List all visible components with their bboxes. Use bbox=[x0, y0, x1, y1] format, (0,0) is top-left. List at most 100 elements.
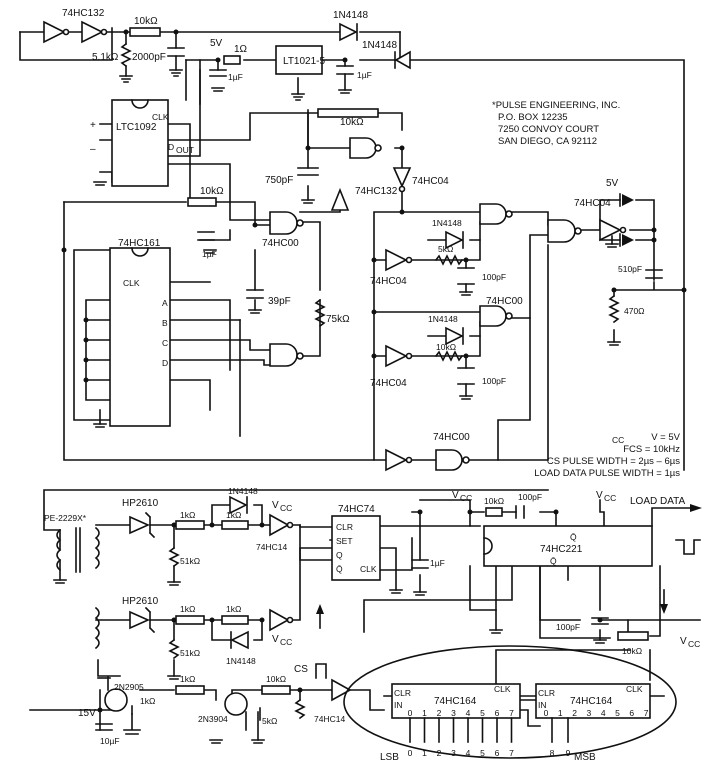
label-vcc-b: V bbox=[272, 634, 279, 645]
label-74hc164-a: 74HC164 bbox=[434, 696, 477, 707]
label-1ohm: 1Ω bbox=[234, 44, 248, 55]
label-c2000p: 2000pF bbox=[132, 52, 166, 63]
label-r10k-7: 10kΩ bbox=[622, 646, 642, 656]
nand-74hc00-mid2 bbox=[479, 305, 507, 327]
label-c510p: 510pF bbox=[618, 264, 642, 274]
label-pe2229: PE-2229X* bbox=[44, 513, 87, 523]
label-74hc164-b: 74HC164 bbox=[570, 696, 613, 707]
pin-bit-b-7: 7 bbox=[644, 708, 649, 718]
address-line-4: SAN DIEGO, CA 92112 bbox=[498, 136, 597, 147]
junction-dots-top bbox=[61, 29, 687, 383]
label-1n4148-1: 1N4148 bbox=[333, 10, 368, 21]
pin-minus: – bbox=[90, 144, 96, 155]
pin-clk-74: CLK bbox=[360, 564, 377, 574]
label-r75k: 75kΩ bbox=[326, 314, 350, 325]
output-number-a-0: 0 bbox=[408, 748, 413, 758]
pin-q221-bot: Q̄ bbox=[550, 556, 557, 566]
label-r10k-4: 10kΩ bbox=[436, 342, 456, 352]
label-r5k-1: 5kΩ bbox=[438, 244, 453, 254]
label-74hc04-c: 74HC04 bbox=[370, 378, 407, 389]
output-number-a-4: 4 bbox=[466, 748, 471, 758]
transistor-2n2905 bbox=[104, 688, 128, 712]
resistor-10k-221-b bbox=[617, 631, 649, 641]
label-74hc221: 74HC221 bbox=[540, 544, 583, 555]
pin-bit-a-7: 7 bbox=[509, 708, 514, 718]
bottom-components bbox=[56, 495, 702, 759]
pin-bit-a-3: 3 bbox=[451, 708, 456, 718]
address-line-3: 7250 CONVOY COURT bbox=[498, 124, 599, 135]
label-74hc14-a: 74HC14 bbox=[256, 542, 287, 552]
nand-74hc00-lower bbox=[269, 343, 298, 367]
diode-1n4148-top bbox=[339, 22, 358, 42]
label-74hc132-mid: 74HC132 bbox=[355, 186, 398, 197]
spec-line-3: CS PULSE WIDTH = 2µs – 6µs bbox=[547, 456, 680, 467]
schmitt-trigger-up bbox=[330, 187, 350, 211]
pin-clr-74: CLR bbox=[336, 522, 353, 532]
pin-b: B bbox=[162, 318, 168, 328]
label-74hc161: 74HC161 bbox=[118, 238, 161, 249]
pin-bit-b-5: 5 bbox=[615, 708, 620, 718]
label-r1k-6: 1kΩ bbox=[180, 674, 195, 684]
output-number-a-6: 6 bbox=[495, 748, 500, 758]
diode-hp2610-a bbox=[129, 515, 150, 535]
resistor-10k-3 bbox=[187, 197, 217, 207]
label-r10k-1: 10kΩ bbox=[134, 16, 158, 27]
label-r10k-5: 10kΩ bbox=[266, 674, 286, 684]
pin-bit-a-0: 0 bbox=[408, 708, 413, 718]
label-hp2610-a: HP2610 bbox=[122, 498, 159, 509]
pin-q221-top: Q̄ bbox=[570, 532, 577, 542]
label-ltc1092: LTC1092 bbox=[116, 122, 157, 133]
pin-plus: + bbox=[90, 120, 96, 131]
ltc1092-chip bbox=[111, 99, 169, 187]
nand-right bbox=[547, 219, 576, 243]
output-number-b-8: 8 bbox=[550, 748, 555, 758]
label-r1k-1: 1kΩ bbox=[180, 510, 195, 520]
label-15v: 15V bbox=[78, 708, 96, 719]
output-number-a-3: 3 bbox=[451, 748, 456, 758]
schmitt-nand-74hc132 bbox=[349, 137, 377, 159]
pin-clk-ltc: CLK bbox=[152, 112, 169, 122]
output-number-b-9: 9 bbox=[566, 748, 571, 758]
resistor-1k-d bbox=[221, 615, 249, 625]
label-c39p: 39pF bbox=[268, 296, 291, 307]
label-vcc-b-sub: CC bbox=[280, 637, 292, 647]
label-r1k-2: 1kΩ bbox=[226, 510, 241, 520]
schmitt-inverter-1 bbox=[43, 20, 66, 44]
diode-1n4148-b2 bbox=[230, 630, 249, 650]
label-load-data: LOAD DATA bbox=[630, 496, 686, 507]
label-c1u-1: 1µF bbox=[228, 72, 243, 82]
component-labels: 74HC132 10kΩ 5.1kΩ 2000pF 1N4148 5V 1Ω 1… bbox=[62, 8, 645, 443]
lt1021-regulator bbox=[275, 45, 323, 75]
label-74hc14-c: 74HC14 bbox=[314, 714, 345, 724]
pin-bit-a-6: 6 bbox=[495, 708, 500, 718]
resistor-1k-a bbox=[175, 520, 205, 530]
inverter-74hc04-mid2 bbox=[385, 344, 408, 368]
top-components bbox=[43, 20, 663, 472]
diode-1n4148-right bbox=[394, 50, 411, 70]
label-r5-1k: 5.1kΩ bbox=[92, 52, 119, 63]
74hc161-chip bbox=[109, 247, 171, 427]
spec-line-2: FCS = 10kHz bbox=[623, 444, 680, 455]
label-5v-1: 5V bbox=[210, 38, 223, 49]
diode-1n4148-mid2 bbox=[445, 326, 464, 346]
nand-74hc00-bottom bbox=[435, 449, 463, 471]
inverter-74hc04-bottom bbox=[385, 448, 408, 472]
nand-74hc00-upper bbox=[269, 211, 298, 235]
pin-a: A bbox=[162, 298, 168, 308]
label-r470: 470Ω bbox=[624, 306, 645, 316]
output-number-a-1: 1 bbox=[422, 748, 427, 758]
label-r1k-3: 1kΩ bbox=[180, 604, 195, 614]
resistor-1k-c bbox=[175, 615, 205, 625]
label-r10k-6: 10kΩ bbox=[484, 496, 504, 506]
label-lsb: LSB bbox=[380, 752, 399, 763]
pin-c: C bbox=[162, 338, 168, 348]
label-r51k-2: 51kΩ bbox=[180, 556, 200, 566]
label-r1k-4: 1kΩ bbox=[226, 604, 241, 614]
inverter-74hc04-down bbox=[392, 167, 412, 188]
label-1n4148-5: 1N4148 bbox=[228, 486, 258, 496]
resistor-1k-base bbox=[175, 685, 205, 695]
address-note: *PULSE ENGINEERING, INC. P.O. BOX 12235 … bbox=[492, 100, 620, 147]
pin-bit-b-4: 4 bbox=[601, 708, 606, 718]
pin-dout-sub: OUT bbox=[176, 145, 194, 155]
